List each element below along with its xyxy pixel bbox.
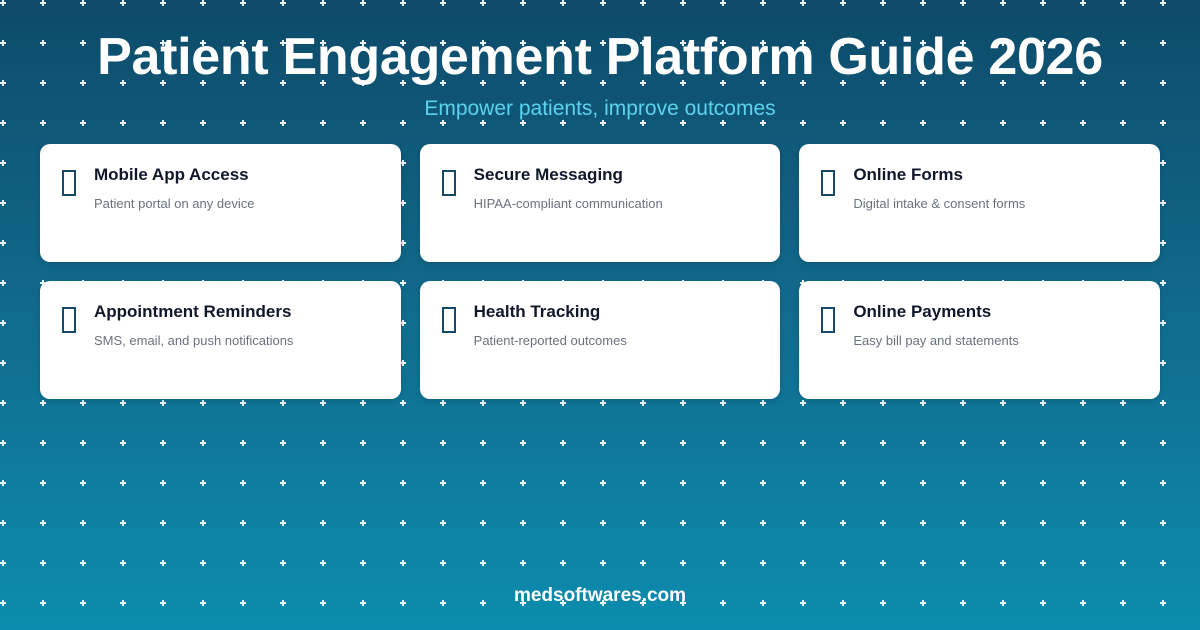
feature-card-title: Secure Messaging bbox=[473, 165, 623, 184]
feature-card[interactable]: Online Payments Easy bill pay and statem… bbox=[799, 281, 1160, 399]
feature-card-title: Mobile App Access bbox=[94, 165, 249, 184]
feature-card-description: SMS, email, and push notifications bbox=[94, 333, 294, 348]
feature-card-text: Online Forms Digital intake & consent fo… bbox=[853, 164, 1138, 213]
feature-card-text: Health Tracking Patient-reported outcome… bbox=[474, 301, 759, 350]
feature-card-title: Appointment Reminders bbox=[94, 302, 292, 321]
feature-card-text: Secure Messaging HIPAA-compliant communi… bbox=[474, 164, 759, 213]
feature-card-title: Health Tracking bbox=[473, 302, 601, 321]
feature-card[interactable]: Health Tracking Patient-reported outcome… bbox=[419, 281, 781, 399]
missing-glyph-box-icon bbox=[821, 307, 836, 333]
feature-card-description: HIPAA-compliant communication bbox=[473, 196, 663, 211]
missing-glyph-box-icon bbox=[821, 170, 836, 196]
missing-glyph-box-icon bbox=[441, 170, 456, 196]
banner-header: Patient Engagement Platform Guide 2026 E… bbox=[0, 0, 1200, 122]
feature-card[interactable]: Mobile App Access Patient portal on any … bbox=[40, 144, 401, 262]
feature-card-text: Online Payments Easy bill pay and statem… bbox=[853, 301, 1138, 350]
website-url[interactable]: medsoftwares.com bbox=[513, 585, 687, 606]
feature-card-title: Online Payments bbox=[853, 302, 992, 321]
banner-footer: medsoftwares.com bbox=[0, 584, 1200, 608]
missing-glyph-box-icon bbox=[62, 307, 76, 333]
feature-card-description: Digital intake & consent forms bbox=[853, 196, 1026, 211]
missing-glyph-box-icon bbox=[62, 170, 76, 196]
page-title: Patient Engagement Platform Guide 2026 bbox=[97, 28, 1103, 86]
feature-card-title: Online Forms bbox=[853, 165, 963, 184]
feature-card-description: Patient-reported outcomes bbox=[473, 333, 627, 348]
feature-card-description: Easy bill pay and statements bbox=[853, 333, 1019, 348]
feature-card-text: Mobile App Access Patient portal on any … bbox=[94, 164, 379, 213]
feature-card[interactable]: Secure Messaging HIPAA-compliant communi… bbox=[419, 144, 781, 262]
missing-glyph-box-icon bbox=[441, 307, 456, 333]
feature-card-description: Patient portal on any device bbox=[94, 196, 255, 211]
page-subtitle: Empower patients, improve outcomes bbox=[424, 97, 776, 120]
feature-card-text: Appointment Reminders SMS, email, and pu… bbox=[94, 301, 379, 350]
feature-card[interactable]: Online Forms Digital intake & consent fo… bbox=[799, 144, 1160, 262]
feature-cards-grid: Mobile App Access Patient portal on any … bbox=[40, 144, 1160, 399]
feature-card[interactable]: Appointment Reminders SMS, email, and pu… bbox=[40, 281, 401, 399]
